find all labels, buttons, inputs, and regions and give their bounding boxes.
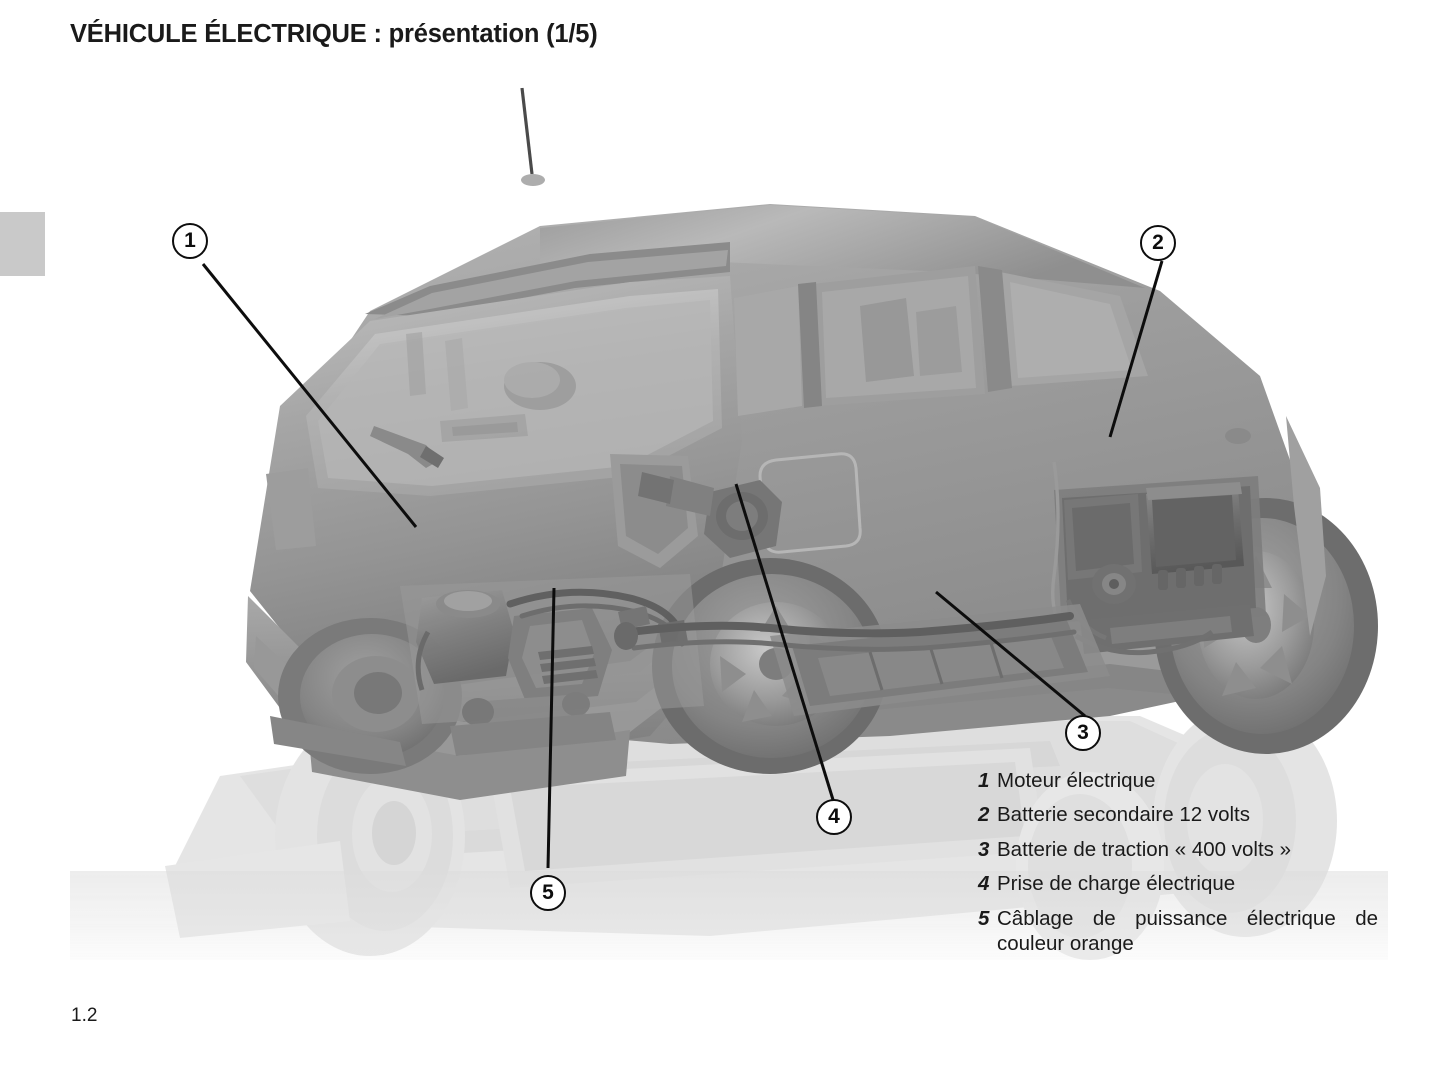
legend-text-5: Câblage de puissance électrique de coule… <box>997 906 1378 956</box>
legend-text-1: Moteur électrique <box>997 769 1156 792</box>
front-wing <box>1286 416 1326 636</box>
legend-number-1: 1 <box>978 769 990 792</box>
legend-item-3: 3 Batterie de traction « 400 volts » <box>978 837 1378 862</box>
callout-label-3: 3 <box>1077 721 1089 744</box>
charging-socket <box>638 472 782 558</box>
figure-legend: 1 Moteur électrique 2 Batterie secondair… <box>978 768 1378 965</box>
callout-label-5: 5 <box>542 881 554 904</box>
leader-line-1 <box>201 263 418 528</box>
hv-cable-orange-a <box>506 588 684 636</box>
legend-number-2: 2 <box>978 803 990 827</box>
legend-number-4: 4 <box>978 872 990 896</box>
orange-power-cable-run <box>614 612 1077 652</box>
callout-label-2: 2 <box>1152 231 1164 254</box>
leader-line-3 <box>935 590 1086 718</box>
roof-antenna <box>520 87 534 175</box>
leader-line-2 <box>1108 260 1164 438</box>
callout-label-1: 1 <box>184 229 196 252</box>
secondary-battery-12v-assembly <box>1051 461 1266 656</box>
callout-bubble-3[interactable]: 3 <box>1065 715 1101 751</box>
callout-bubble-5[interactable]: 5 <box>530 875 566 911</box>
leader-line-4 <box>734 483 836 804</box>
charge-flap-outline <box>758 452 862 554</box>
rear-quarter-glass <box>734 286 802 416</box>
callout-bubble-1[interactable]: 1 <box>172 223 208 259</box>
vehicle-cutaway-svg <box>70 87 1388 960</box>
interior-through-glass <box>406 332 576 442</box>
legend-number-3: 3 <box>978 837 990 861</box>
vehicle-illustration: 1 2 3 4 5 <box>70 76 1388 960</box>
callout-leader-lines <box>201 260 1164 869</box>
section-tab-marker <box>0 212 45 276</box>
legend-item-5: 5 Câblage de puissance électrique de cou… <box>978 906 1378 957</box>
vehicle-body <box>246 87 1378 800</box>
callout-bubble-4[interactable]: 4 <box>816 799 852 835</box>
page-number: 1.2 <box>71 1005 98 1026</box>
legend-item-1: 1 Moteur électrique <box>978 768 1378 793</box>
rear-lamp-left <box>266 468 316 550</box>
electric-motor-assembly <box>400 574 704 756</box>
legend-item-4: 4 Prise de charge électrique <box>978 871 1378 896</box>
callout-bubble-2[interactable]: 2 <box>1140 225 1176 261</box>
legend-text-2: Batterie secondaire 12 volts <box>997 803 1250 827</box>
door-handle <box>1225 428 1251 444</box>
page-title: VÉHICULE ÉLECTRIQUE : présentation (1/5) <box>70 20 598 48</box>
legend-item-2: 2 Batterie secondaire 12 volts <box>978 802 1378 827</box>
legend-number-5: 5 <box>978 906 990 930</box>
leader-line-5 <box>546 587 556 869</box>
roof-panel <box>540 205 1145 288</box>
legend-text-3: Batterie de traction « 400 volts » <box>997 837 1292 861</box>
legend-text-4: Prise de charge électrique <box>997 872 1236 896</box>
callout-label-4: 4 <box>828 805 840 828</box>
